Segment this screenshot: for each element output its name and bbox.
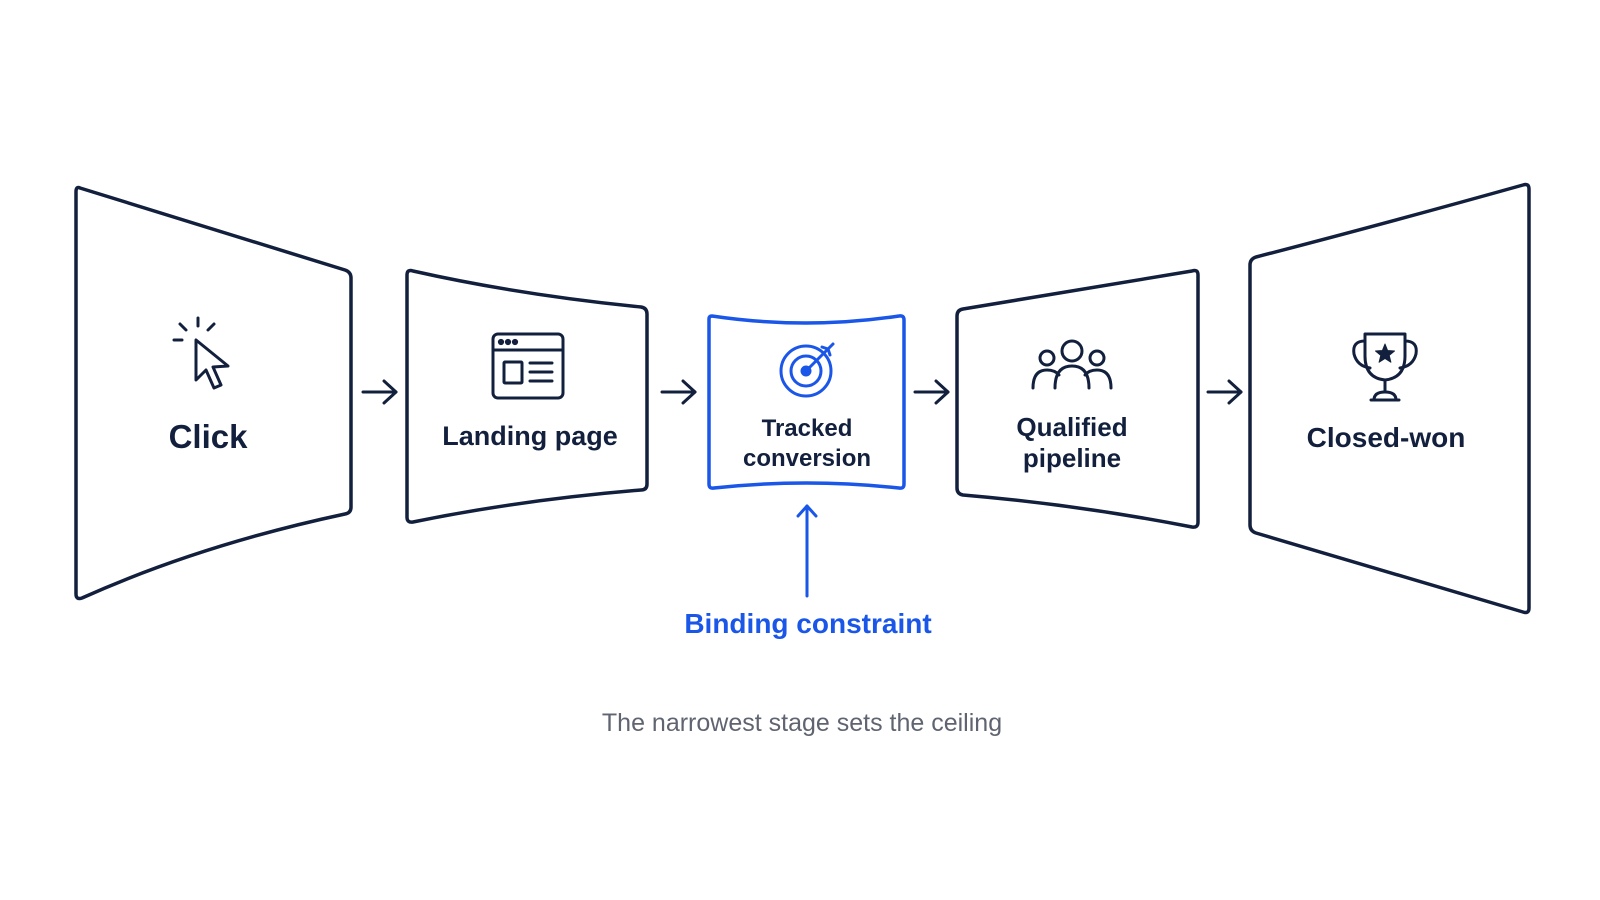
- stage-label-click: Click: [169, 418, 249, 455]
- stage-label-tracked-conversion: Tracked: [762, 415, 853, 442]
- stage-click: Click: [74, 185, 353, 601]
- flow-arrow: [361, 379, 398, 405]
- binding-constraint-annotation: Binding constraint: [684, 504, 932, 639]
- diagram-caption: The narrowest stage sets the ceiling: [602, 709, 1002, 737]
- stage-frame-highlighted: [707, 314, 906, 490]
- stage-frame: [955, 268, 1200, 529]
- stage-label-landing-page: Landing page: [442, 421, 618, 451]
- stage-frame: [74, 185, 353, 601]
- stage-qualified-pipeline: Qualified pipeline: [955, 268, 1200, 529]
- stage-frame: [1248, 182, 1531, 615]
- flow-arrow: [913, 379, 950, 405]
- trophy-icon: [1352, 332, 1418, 402]
- flow-arrow: [1206, 379, 1243, 405]
- target-dart-icon: [779, 342, 835, 398]
- stage-landing-page: Landing page: [405, 268, 649, 524]
- flow-arrow: [660, 379, 697, 405]
- cursor-click-icon: [172, 316, 230, 390]
- stage-frame: [405, 268, 649, 524]
- binding-constraint-label: Binding constraint: [684, 608, 931, 639]
- people-group-icon: [1031, 339, 1113, 390]
- stage-label-closed-won: Closed-won: [1307, 422, 1466, 453]
- stage-tracked-conversion: Tracked conversion: [707, 314, 906, 490]
- stage-label-qualified-pipeline: Qualified: [1016, 412, 1127, 442]
- stage-closed-won: Closed-won: [1248, 182, 1531, 615]
- stage-label-tracked-conversion-line2: conversion: [743, 445, 871, 472]
- browser-window-icon: [491, 332, 565, 400]
- stage-label-qualified-pipeline-line2: pipeline: [1023, 443, 1121, 473]
- up-arrow-icon: [796, 504, 818, 598]
